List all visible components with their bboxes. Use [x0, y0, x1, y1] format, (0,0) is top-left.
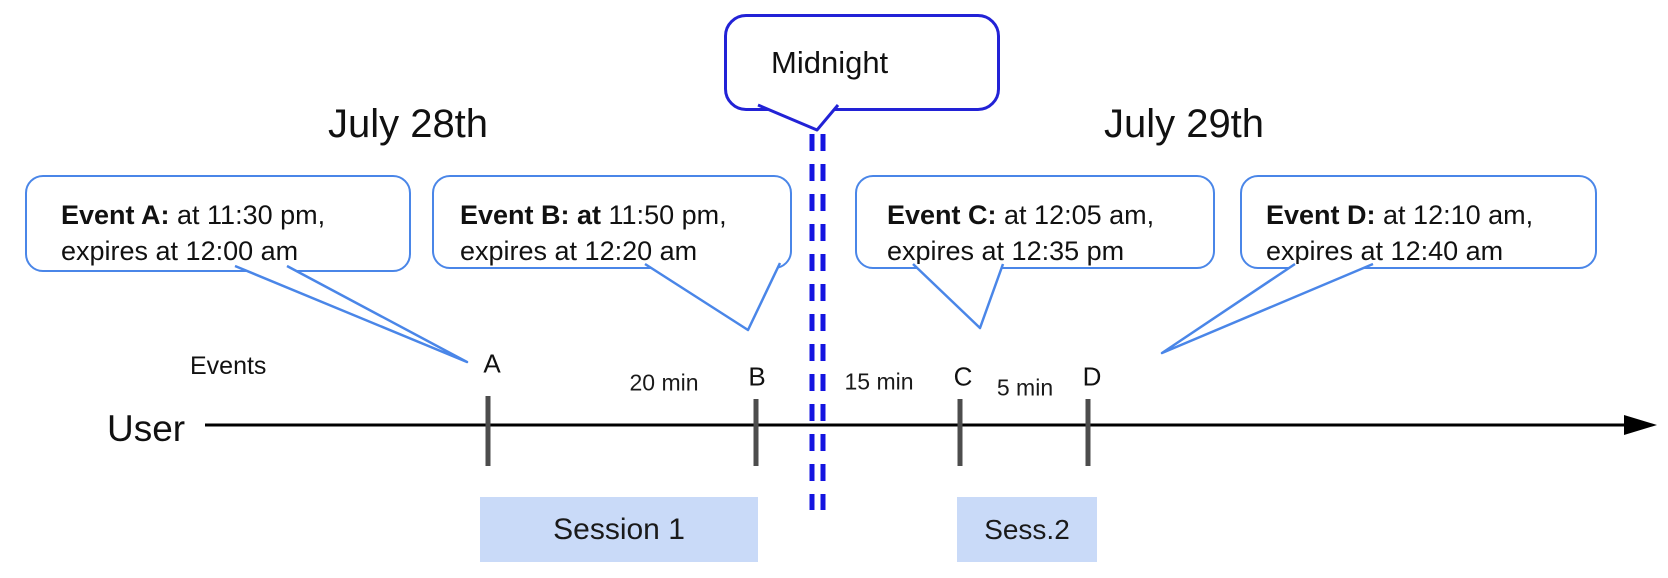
tick-label-b: B: [748, 361, 766, 392]
callout-d-tail: [1160, 262, 1374, 355]
callout-event-d: Event D: at 12:10 am, expires at 12:40 a…: [1240, 175, 1597, 269]
interval-20min-label: 20 min: [629, 369, 699, 396]
callout-event-c-line2: expires at 12:35 pm: [887, 236, 1125, 266]
tick-label-c: C: [953, 361, 973, 392]
date-july-29: July 29th: [1103, 102, 1265, 146]
callout-event-b-line1: Event B: at 11:50 pm,: [460, 200, 727, 230]
callout-c-tail: [912, 263, 1005, 330]
callout-event-d-line1: Event D: at 12:10 am,: [1266, 200, 1534, 230]
callout-midnight-tail: [757, 103, 840, 132]
callout-b-tail: [644, 262, 782, 332]
interval-5min-label: 5 min: [996, 374, 1054, 401]
session-2-box: Sess.2: [957, 497, 1097, 562]
midnight-label: Midnight: [771, 44, 889, 80]
interval-15min-label: 15 min: [844, 368, 914, 395]
user-axis-label: User: [107, 408, 186, 449]
session-2-label: Sess.2: [984, 513, 1070, 545]
session-1-label: Session 1: [553, 512, 685, 546]
tick-label-d: D: [1082, 361, 1102, 392]
callout-event-a-line2: expires at 12:00 am: [61, 236, 299, 266]
callout-midnight: Midnight: [724, 14, 1000, 111]
callout-a-tail: [234, 264, 469, 364]
callout-event-b: Event B: at 11:50 pm, expires at 12:20 a…: [432, 175, 792, 269]
callout-event-c-line1: Event C: at 12:05 am,: [887, 200, 1155, 230]
timeline-arrowhead-icon: [1624, 415, 1657, 435]
callout-event-a-line1: Event A: at 11:30 pm,: [61, 200, 326, 230]
events-axis-label: Events: [190, 352, 267, 380]
callout-event-d-line2: expires at 12:40 am: [1266, 236, 1504, 266]
tick-label-a: A: [483, 348, 501, 379]
callout-event-b-line2: expires at 12:20 am: [460, 236, 698, 266]
session-1-box: Session 1: [480, 497, 758, 562]
callout-event-a: Event A: at 11:30 pm, expires at 12:00 a…: [25, 175, 411, 272]
date-july-28: July 28th: [327, 102, 489, 146]
callout-event-c: Event C: at 12:05 am, expires at 12:35 p…: [855, 175, 1215, 269]
